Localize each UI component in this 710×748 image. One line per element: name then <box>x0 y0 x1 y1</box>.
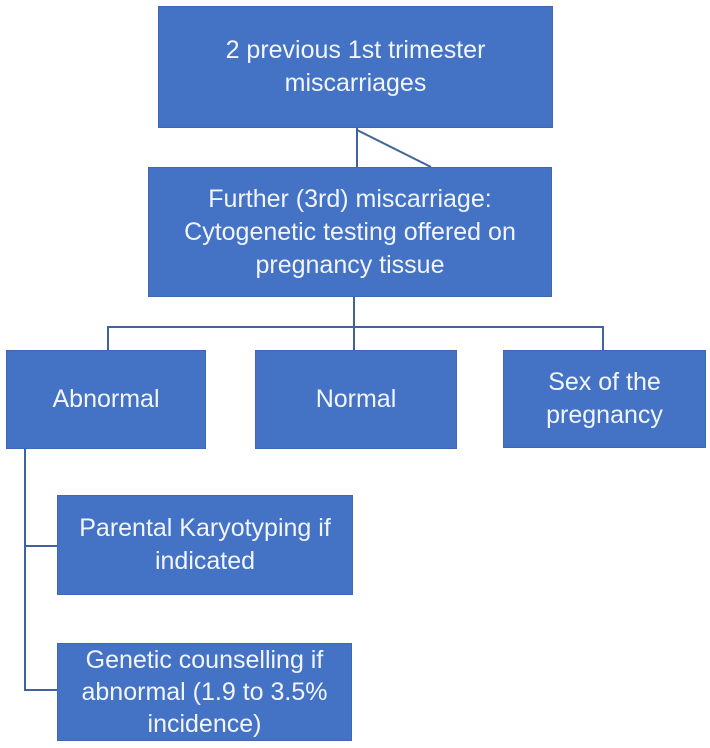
node-parental-karyotyping: Parental Karyotyping if indicated <box>57 495 353 595</box>
node-previous-miscarriages: 2 previous 1st trimester miscarriages <box>158 6 553 128</box>
connector-top-further-diagonal <box>356 129 432 168</box>
node-further-miscarriage-testing: Further (3rd) miscarriage: Cytogenetic t… <box>148 167 552 297</box>
node-genetic-counselling: Genetic counselling if abnormal (1.9 to … <box>57 643 352 741</box>
node-sex-of-pregnancy: Sex of the pregnancy <box>503 350 706 448</box>
connector-abnormal-descender <box>24 449 57 691</box>
node-normal: Normal <box>255 350 457 449</box>
node-abnormal: Abnormal <box>6 350 206 449</box>
